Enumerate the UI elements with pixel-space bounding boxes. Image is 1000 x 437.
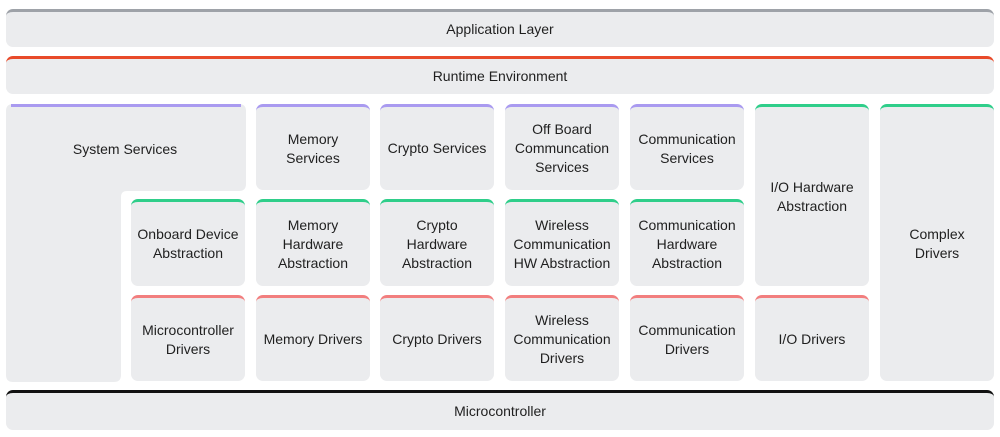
onboard-device-abstraction-label: Onboard Device Abstraction — [137, 226, 239, 261]
offboard-communication-services: Off Board Communcation Services — [505, 104, 619, 190]
io-drivers: I/O Drivers — [755, 295, 869, 381]
io-hardware-abstraction-label: I/O Hardware Abstraction — [770, 178, 854, 214]
application-layer: Application Layer — [6, 9, 994, 47]
crypto-drivers-label: Crypto Drivers — [392, 331, 482, 347]
system-services-label: System Services — [72, 141, 178, 157]
complex-drivers: Complex Drivers — [880, 104, 994, 381]
onboard-device-abstraction: Onboard Device Abstraction — [131, 199, 245, 286]
microcontroller-drivers: Microcontroller Drivers — [131, 295, 245, 381]
crypto-drivers: Crypto Drivers — [380, 295, 494, 381]
memory-hardware-abstraction: Memory Hardware Abstraction — [256, 199, 370, 286]
wireless-communication-drivers: Wireless Communication Drivers — [505, 295, 619, 381]
microcontroller-layer-label: Microcontroller — [454, 403, 546, 419]
wireless-communication-hw-abstraction-label: Wireless Communication HW Abstraction — [513, 216, 611, 271]
system-services-block — [6, 104, 246, 382]
wireless-communication-hw-abstraction: Wireless Communication HW Abstraction — [505, 199, 619, 286]
memory-hardware-abstraction-label: Memory Hardware Abstraction — [277, 216, 349, 271]
runtime-environment: Runtime Environment — [6, 56, 994, 94]
memory-drivers: Memory Drivers — [256, 295, 370, 381]
communication-hardware-abstraction: Communication Hardware Abstraction — [630, 199, 744, 286]
microcontroller-layer: Microcontroller — [6, 390, 994, 430]
memory-services: Memory Services — [256, 104, 370, 190]
memory-services-label: Memory Services — [286, 130, 340, 166]
memory-drivers-label: Memory Drivers — [263, 331, 363, 347]
communication-services-label: Communication Services — [638, 130, 736, 166]
crypto-services: Crypto Services — [380, 104, 494, 190]
complex-drivers-label: Complex Drivers — [909, 226, 965, 261]
io-drivers-label: I/O Drivers — [778, 331, 846, 347]
application-layer-label: Application Layer — [446, 21, 554, 37]
offboard-communication-services-label: Off Board Communcation Services — [514, 121, 610, 175]
crypto-hardware-abstraction-label: Crypto Hardware Abstraction — [401, 216, 473, 271]
communication-hardware-abstraction-label: Communication Hardware Abstraction — [638, 216, 736, 271]
io-hardware-abstraction: I/O Hardware Abstraction — [755, 104, 869, 286]
crypto-services-label: Crypto Services — [387, 140, 487, 156]
communication-drivers: Communication Drivers — [630, 295, 744, 381]
communication-services: Communication Services — [630, 104, 744, 190]
crypto-hardware-abstraction: Crypto Hardware Abstraction — [380, 199, 494, 286]
wireless-communication-drivers-label: Wireless Communication Drivers — [513, 312, 611, 366]
runtime-environment-label: Runtime Environment — [432, 68, 568, 84]
communication-drivers-label: Communication Drivers — [638, 321, 736, 357]
microcontroller-drivers-label: Microcontroller Drivers — [142, 321, 234, 357]
